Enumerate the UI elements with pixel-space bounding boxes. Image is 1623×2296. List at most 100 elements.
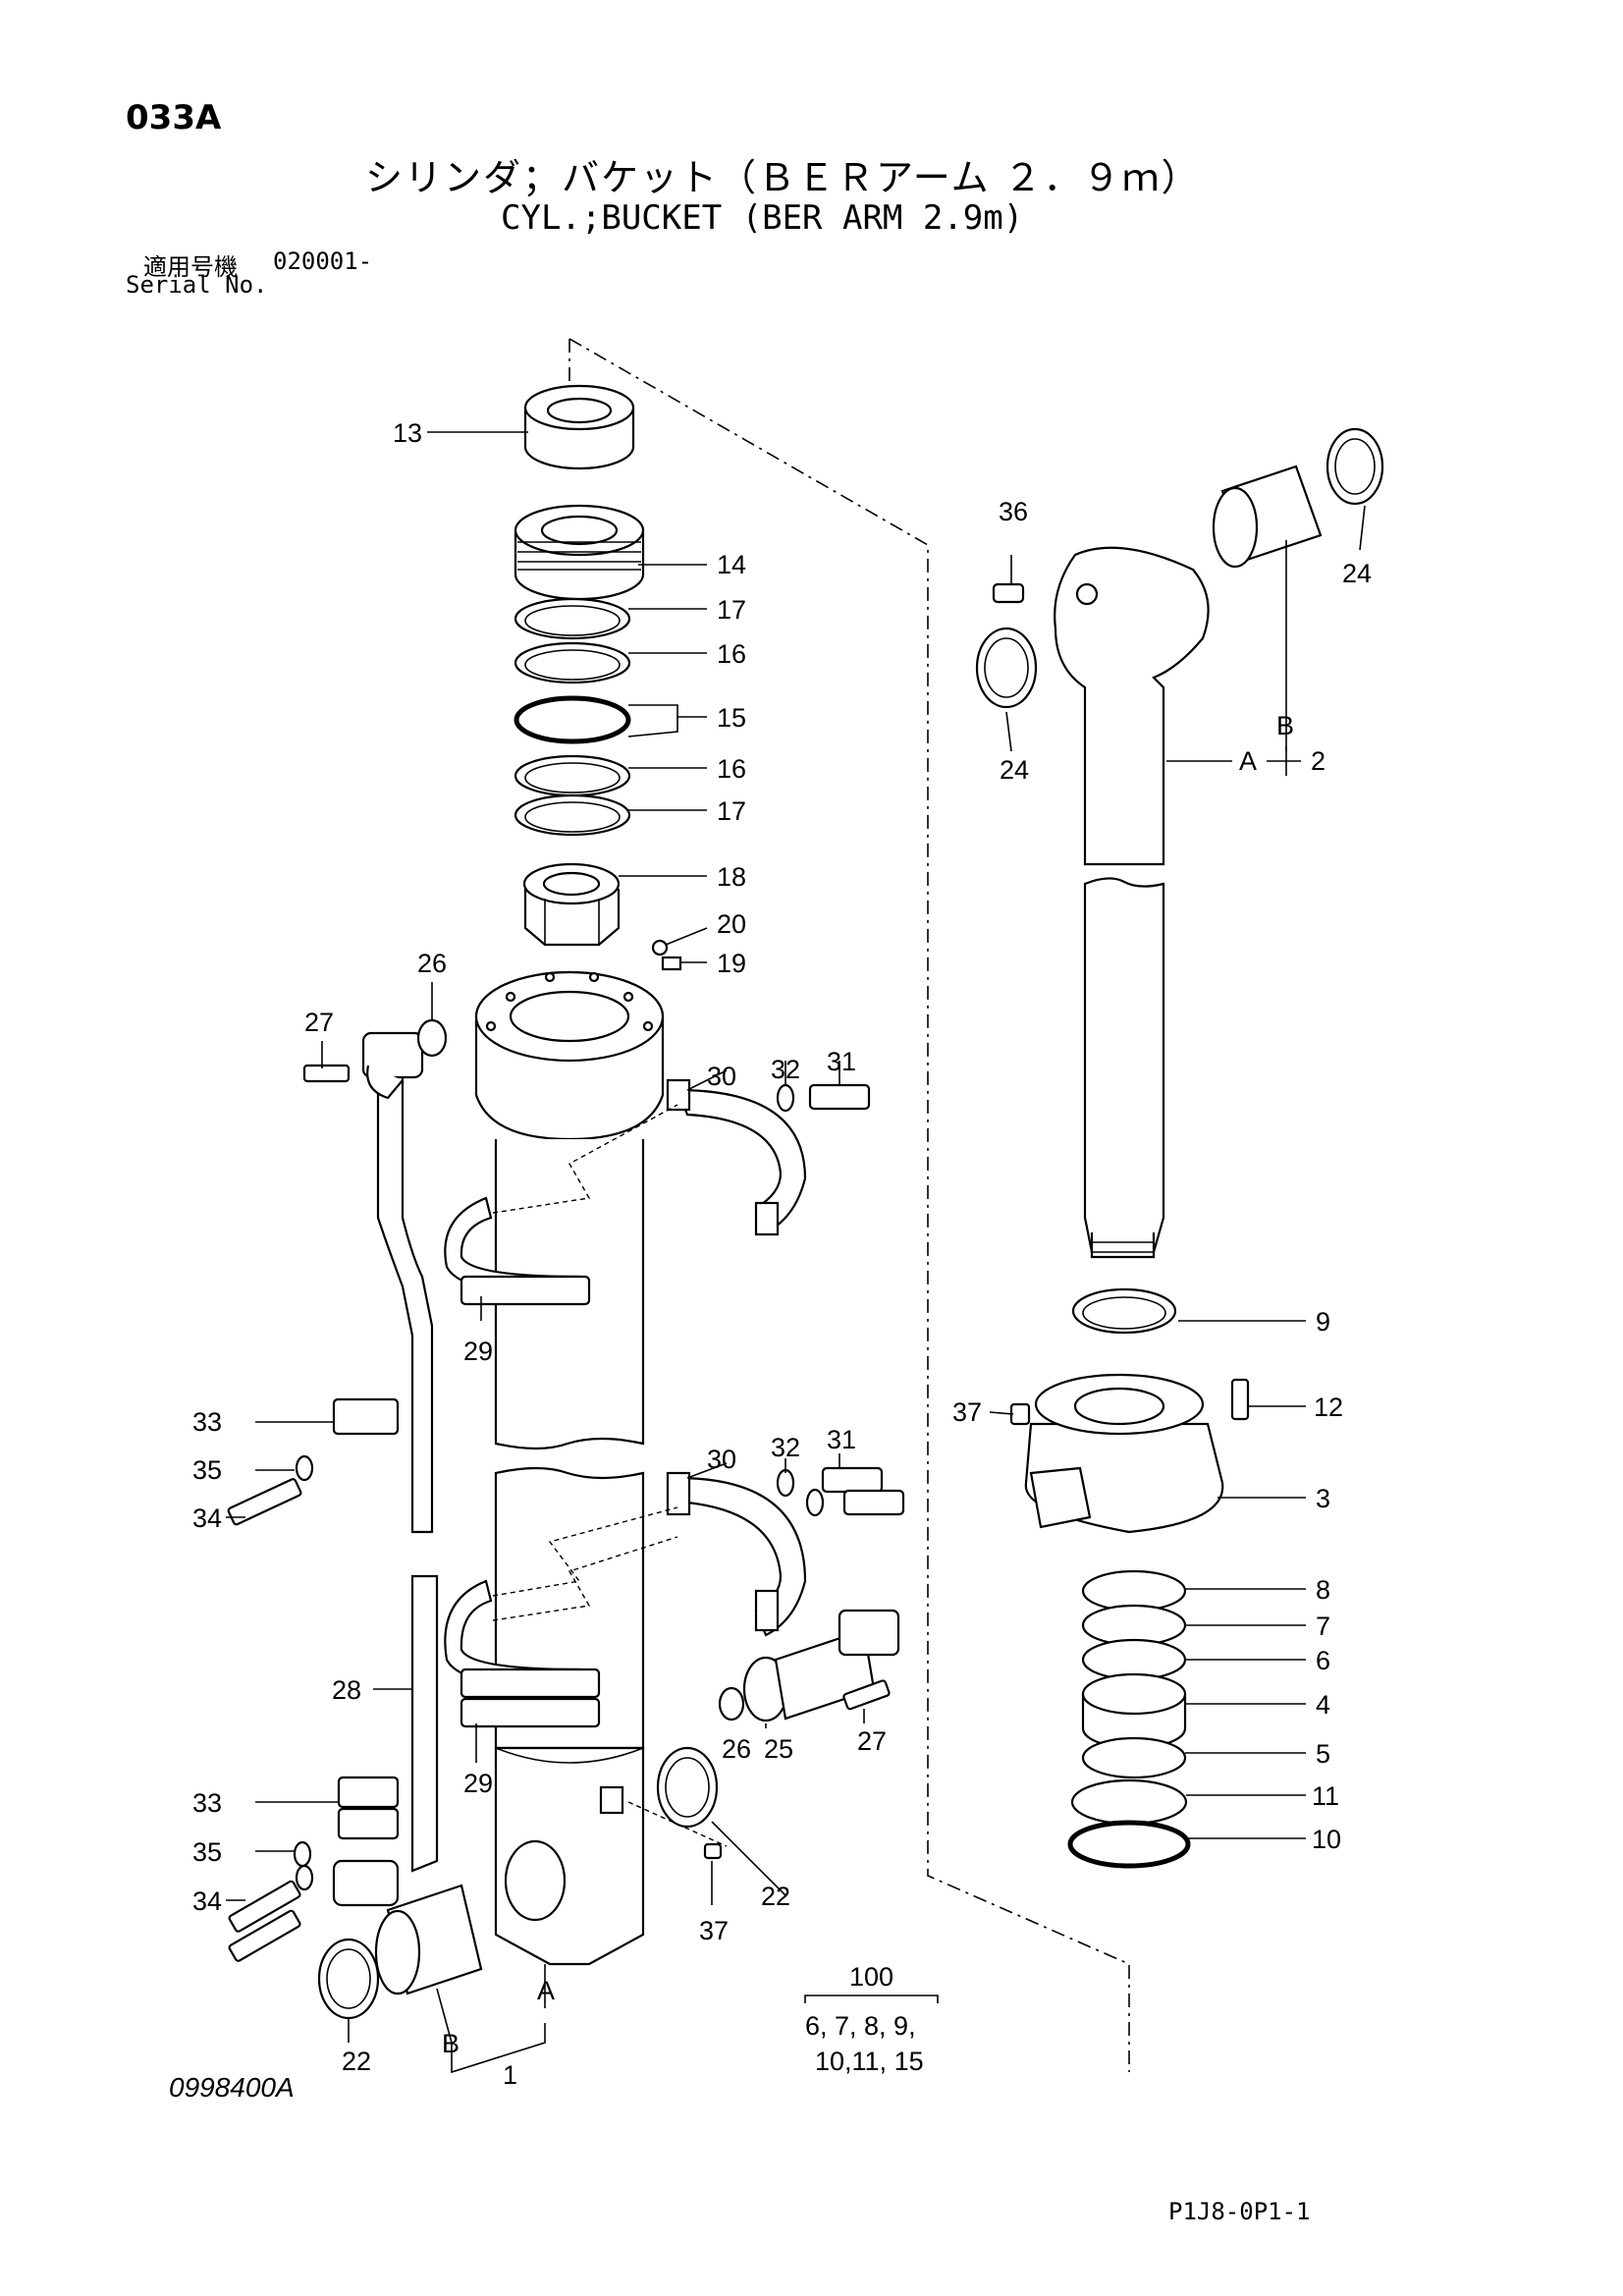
- part-32-washer-upper: [776, 1083, 795, 1113]
- serial-label-japanese: 適用号機: [143, 253, 238, 281]
- part-4-ring: [1081, 1672, 1187, 1750]
- callout-17-lower: 17: [717, 796, 746, 826]
- callout-36: 36: [999, 497, 1028, 526]
- part-15-seal-ring: [514, 695, 631, 744]
- callout-20: 20: [717, 909, 746, 939]
- callout-37-upper: 37: [952, 1397, 982, 1427]
- page-code: 033A: [126, 98, 222, 137]
- part-5-ring: [1081, 1736, 1187, 1779]
- part-33-block-lower: [337, 1776, 400, 1840]
- callout-7: 7: [1316, 1612, 1330, 1641]
- part-16-ring-lower: [514, 754, 631, 797]
- callout-1: 1: [503, 2060, 517, 2090]
- part-34-bolt-upper: [227, 1478, 302, 1526]
- part-2-piston-rod: [1054, 546, 1210, 1259]
- callout-34-upper: 34: [192, 1503, 222, 1533]
- callout-18: 18: [717, 862, 746, 892]
- part-17-ring-lower: [514, 793, 631, 837]
- part-28-pipe: [376, 1054, 439, 1873]
- callout-15: 15: [717, 703, 746, 733]
- leader-lines: [226, 431, 1366, 2074]
- part-37-grease-nipple-lower: [703, 1842, 723, 1860]
- part-9-ring: [1071, 1287, 1177, 1335]
- callout-16-upper: 16: [717, 639, 746, 669]
- callout-27-lower: 27: [857, 1726, 887, 1756]
- callout-100: 100: [849, 1962, 893, 1992]
- kit-contents-line1: 6, 7, 8, 9,: [805, 2011, 916, 2041]
- part-22-seal-left: [317, 1938, 380, 2020]
- callout-26-upper: 26: [417, 949, 447, 978]
- callout-33-lower: 33: [192, 1788, 222, 1818]
- part-elbow-flange-upper: [361, 1031, 424, 1100]
- part-31-bolt-middle: [821, 1466, 905, 1516]
- callout-19: 19: [717, 949, 746, 978]
- sheet-code: P1J8-0P1-1: [1168, 2198, 1311, 2225]
- part-1-cylinder-tube: [474, 970, 665, 1966]
- part-36-grease-nipple: [992, 582, 1025, 604]
- title-english: CYL.;BUCKET (BER ARM 2.9m): [501, 198, 1024, 238]
- callout-11: 11: [1312, 1781, 1339, 1811]
- callout-25: 25: [764, 1734, 793, 1764]
- callout-b-lower: B: [442, 2029, 460, 2058]
- callout-4: 4: [1316, 1690, 1330, 1720]
- callout-14: 14: [717, 550, 746, 579]
- part-elbow-flange-lower: [332, 1859, 400, 1907]
- part-26-o-ring-upper: [416, 1018, 448, 1058]
- part-27-bolt-upper: [302, 1064, 351, 1083]
- callout-16-lower: 16: [717, 754, 746, 784]
- part-12-screw: [1230, 1378, 1250, 1421]
- drawing-number: 0998400A: [169, 2072, 295, 2103]
- part-33-block-upper: [332, 1397, 400, 1436]
- callout-9: 9: [1316, 1307, 1330, 1337]
- part-10-o-ring: [1067, 1820, 1191, 1869]
- callout-34-lower: 34: [192, 1886, 222, 1916]
- callout-13: 13: [393, 418, 422, 448]
- callout-37-lower: 37: [699, 1916, 729, 1945]
- callout-27-upper: 27: [304, 1008, 334, 1037]
- callout-5: 5: [1316, 1739, 1330, 1769]
- part-30-band-clamp-middle: [666, 1471, 807, 1637]
- callout-b-upper: B: [1276, 711, 1294, 740]
- callout-30-middle: 30: [707, 1445, 736, 1474]
- clamp-guide-dashes: [492, 1104, 678, 1621]
- callout-29-upper: 29: [463, 1337, 493, 1366]
- part-14-cylinder-head: [514, 504, 645, 601]
- tube-port-boss: [599, 1785, 624, 1815]
- serial-label-english: Serial No.: [126, 271, 268, 299]
- part-26-o-ring-lower: [718, 1686, 745, 1722]
- callout-28: 28: [332, 1675, 361, 1705]
- callout-30-upper: 30: [707, 1062, 736, 1091]
- callout-2: 2: [1311, 746, 1325, 776]
- part-35-washer-lower: [293, 1840, 314, 1891]
- callout-35-upper: 35: [192, 1455, 222, 1485]
- callout-24-right: 24: [1342, 559, 1372, 588]
- callout-26-lower: 26: [722, 1734, 751, 1764]
- part-30-band-clamp-upper: [666, 1078, 807, 1236]
- callout-33-upper: 33: [192, 1407, 222, 1437]
- serial-value: 020001-: [273, 247, 373, 275]
- part-29-clamp-upper: [444, 1196, 591, 1306]
- part-34-bolt-lower: [228, 1880, 301, 1962]
- callout-3: 3: [1316, 1484, 1330, 1513]
- part-37-grease-nipple-upper: [1009, 1402, 1031, 1426]
- callout-6: 6: [1316, 1646, 1330, 1675]
- callout-a-upper: A: [1239, 746, 1257, 776]
- part-22-seal-right: [656, 1746, 719, 1829]
- callout-12: 12: [1314, 1393, 1343, 1422]
- callout-17-upper: 17: [717, 595, 746, 625]
- part-35-washer-upper: [295, 1454, 314, 1482]
- part-13-dust-seal: [523, 384, 635, 470]
- callout-31-middle: 31: [827, 1425, 856, 1454]
- part-31-bolt-upper: [808, 1083, 871, 1111]
- part-20-ball: [651, 939, 669, 957]
- part-bushing-right: [1212, 465, 1323, 569]
- title-japanese: シリンダ；バケット（ＢＥＲアーム ２．９ｍ）: [365, 156, 1201, 199]
- kit-contents-line2: 10,11, 15: [815, 2047, 924, 2076]
- part-24-seal-left: [975, 627, 1038, 709]
- part-18-piston-nut: [522, 862, 621, 947]
- callout-32-middle: 32: [771, 1433, 800, 1462]
- part-32-washer-middle: [776, 1468, 825, 1517]
- callout-31-upper: 31: [827, 1047, 856, 1076]
- part-11-ring: [1070, 1778, 1188, 1826]
